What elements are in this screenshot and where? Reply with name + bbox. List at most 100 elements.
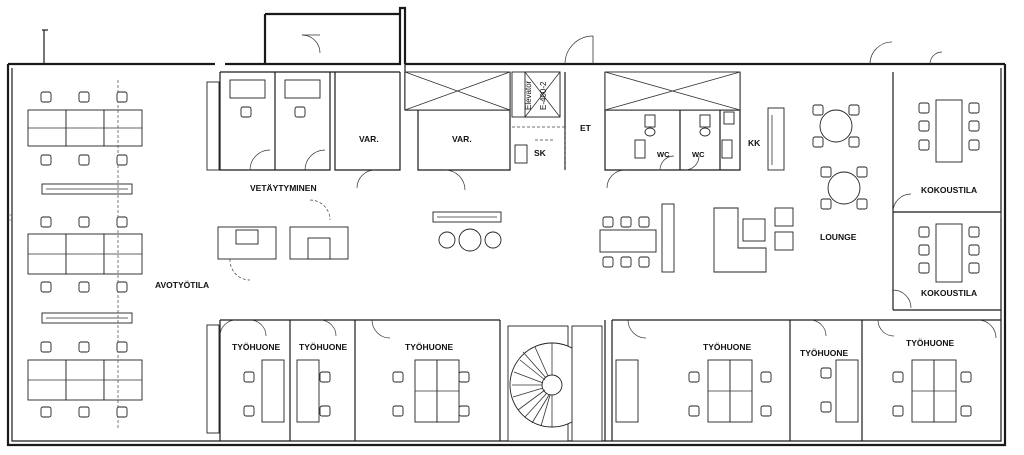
label-tyohuone-2: TYÖHUONE: [299, 342, 348, 352]
label-var-2: VAR.: [452, 134, 472, 144]
chair-icon: [40, 341, 52, 353]
chair-icon: [40, 216, 52, 228]
label-tyohuone-5: TYÖHUONE: [800, 348, 849, 358]
elevator-shafts: [404, 71, 741, 170]
chair-icon: [116, 281, 128, 293]
label-tyohuone-4: TYÖHUONE: [703, 342, 752, 352]
chair-icon: [918, 120, 930, 132]
chair-icon: [918, 102, 930, 114]
label-avotyotila: AVOTYÖTILA: [155, 280, 209, 290]
label-tyohuone-3: TYÖHUONE: [405, 342, 454, 352]
chair-icon: [78, 406, 90, 418]
chair-icon: [78, 281, 90, 293]
desk-cluster-1: [27, 109, 143, 147]
chair-icon: [116, 154, 128, 166]
chair-icon: [458, 405, 470, 417]
chair-icon: [688, 405, 700, 417]
chair-icon: [760, 371, 772, 383]
chair-icon: [620, 216, 632, 228]
meeting-tables: [935, 99, 963, 283]
chair-icon: [820, 198, 832, 210]
chair-icon: [760, 405, 772, 417]
label-var-1: VAR.: [359, 134, 379, 144]
chair-icon: [848, 136, 860, 148]
chair-icon: [638, 216, 650, 228]
chair-icon: [392, 405, 404, 417]
retreat-booths: [217, 79, 349, 281]
desk-cluster-3: [27, 359, 143, 401]
desk-cluster-2: [27, 233, 143, 275]
chair-icon: [116, 341, 128, 353]
chair-icon: [856, 198, 868, 210]
label-kk: KK: [748, 138, 761, 148]
chair-icon: [638, 256, 650, 268]
open-workspace-desks: [27, 80, 143, 430]
chair-icon: [602, 256, 614, 268]
chair-icon: [458, 371, 470, 383]
chair-icon: [319, 371, 331, 383]
chair-icon: [243, 405, 255, 417]
chair-icon: [243, 371, 255, 383]
chair-icon: [892, 371, 904, 383]
label-elevator: Elevator: [524, 80, 533, 110]
chair-icon: [968, 139, 980, 151]
chair-icon: [812, 136, 824, 148]
label-tyohuone-1: TYÖHUONE: [232, 342, 281, 352]
chair-icon: [78, 216, 90, 228]
label-lounge: LOUNGE: [820, 232, 857, 242]
chair-icon: [820, 166, 832, 178]
chair-icon: [892, 405, 904, 417]
label-vetaytyminen: VETÄYTYMINEN: [250, 183, 317, 193]
chair-icon: [40, 154, 52, 166]
label-sk: SK: [534, 148, 547, 158]
kitchen-counter: [767, 107, 785, 171]
chair-icon: [820, 401, 832, 413]
room-labels: VETÄYTYMINEN AVOTYÖTILA VAR. VAR. SK ET …: [155, 80, 977, 358]
chair-icon: [820, 367, 832, 379]
chair-icon: [620, 256, 632, 268]
chair-icon: [40, 91, 52, 103]
label-wc-2: WC: [692, 150, 705, 159]
office-desks: [261, 359, 957, 423]
chair-icon: [918, 262, 930, 274]
shelving: [8, 81, 220, 434]
chair-icon: [40, 406, 52, 418]
chair-icon: [812, 104, 824, 116]
outer-walls: [6, 6, 1007, 447]
chair-icon: [856, 166, 868, 178]
chair-icon: [78, 341, 90, 353]
chair-icon: [960, 405, 972, 417]
chair-icon: [968, 262, 980, 274]
chair-icon: [78, 154, 90, 166]
chair-icon: [848, 104, 860, 116]
chair-icon: [968, 244, 980, 256]
label-wc-1: WC: [657, 150, 670, 159]
label-elevator-code: E-400-2: [539, 81, 548, 110]
chair-icon: [40, 281, 52, 293]
bottom-rooms: [219, 319, 1001, 442]
chair-icon: [960, 371, 972, 383]
chair-icon: [116, 91, 128, 103]
chair-icon: [319, 405, 331, 417]
chair-icon: [116, 216, 128, 228]
chair-icon: [294, 106, 306, 118]
chair-icon: [78, 91, 90, 103]
chair-icon: [918, 244, 930, 256]
chair-icon: [968, 102, 980, 114]
chair-icon: [116, 406, 128, 418]
label-tyohuone-6: TYÖHUONE: [906, 338, 955, 348]
chair-icon: [968, 226, 980, 238]
wc-fixtures: [634, 111, 735, 171]
chair-icon: [602, 216, 614, 228]
chair-icon: [688, 371, 700, 383]
chair-icon: [392, 371, 404, 383]
label-kokoustila-2: KOKOUSTILA: [921, 288, 977, 298]
chair-icon: [240, 106, 252, 118]
chair-icon: [968, 120, 980, 132]
chair-icon: [918, 226, 930, 238]
central-furniture: [432, 109, 861, 273]
chair-icon: [918, 139, 930, 151]
label-et: ET: [580, 123, 592, 133]
label-kokoustila-1: KOKOUSTILA: [921, 185, 977, 195]
